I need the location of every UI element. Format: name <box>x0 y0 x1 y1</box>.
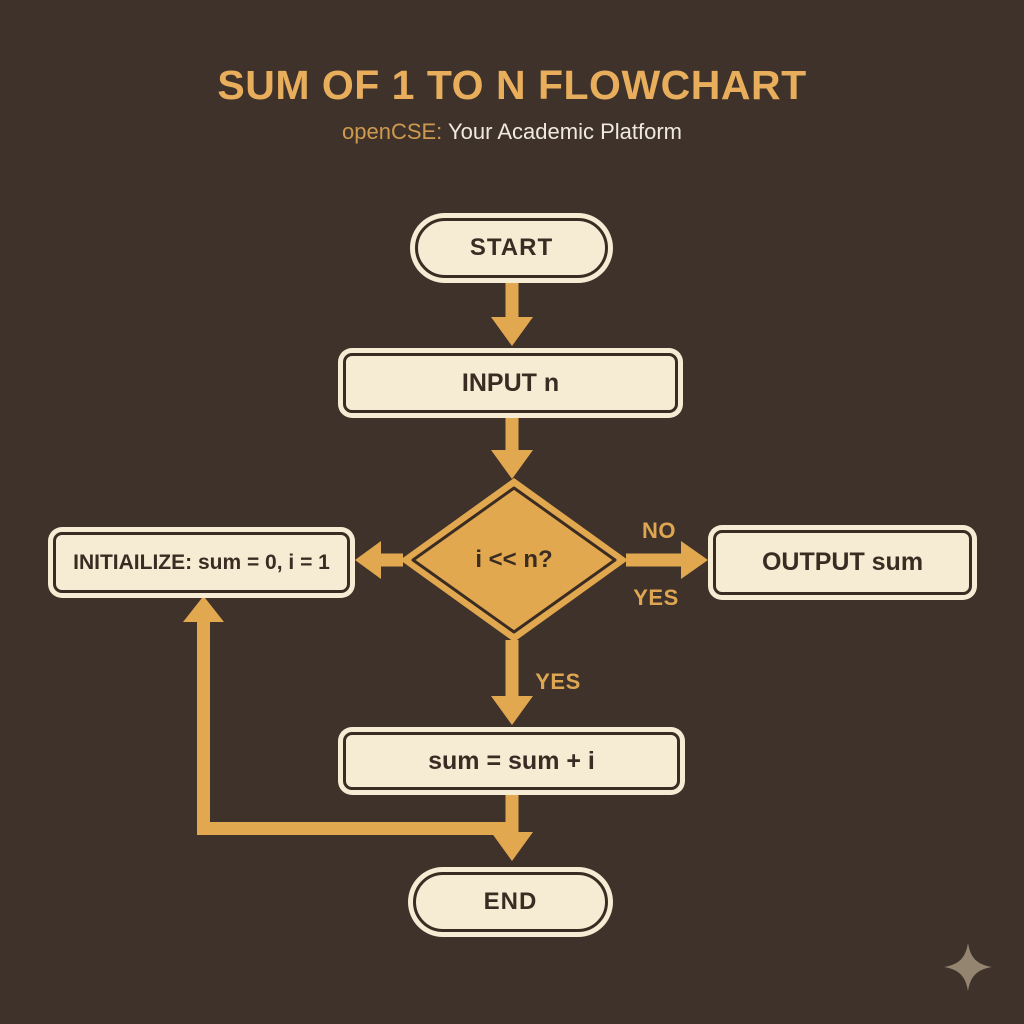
edge-label-yes-right: YES <box>633 585 679 610</box>
flow-node-decision-label: i << n? <box>475 546 553 573</box>
flow-node-start-label: START <box>469 234 554 261</box>
arrow-input-to-decision <box>491 418 533 479</box>
flow-node-input: INPUT n <box>343 353 678 413</box>
arrow-loop-to-initialize <box>183 596 513 835</box>
flow-node-output: OUTPUT sum <box>713 530 972 595</box>
flow-node-input-label: INPUT n <box>461 368 560 397</box>
flow-node-end-label: END <box>483 888 538 915</box>
flow-node-output-label: OUTPUT sum <box>761 548 924 576</box>
flow-node-accumulate: sum = sum + i <box>343 732 680 790</box>
brand-name: openCSE: <box>342 119 443 144</box>
flow-node-start: START <box>415 218 608 278</box>
edge-label-yes-down: YES <box>535 669 581 694</box>
sparkle-icon <box>944 943 992 991</box>
page-title: SUM OF 1 TO N FLOWCHART <box>217 62 807 108</box>
flow-node-initialize-label: INITIAILIZE: sum = 0, i = 1 <box>73 550 330 574</box>
page-subtitle: openCSE: Your Academic Platform <box>0 119 1024 145</box>
arrow-decision-to-output <box>626 541 708 579</box>
header: SUM OF 1 TO N FLOWCHART openCSE: Your Ac… <box>0 62 1024 145</box>
arrow-decision-to-accumulate <box>491 640 533 725</box>
edge-label-no: NO <box>642 518 676 543</box>
flow-node-accumulate-label: sum = sum + i <box>428 746 595 775</box>
flow-node-decision: i << n? <box>400 478 628 642</box>
arrow-decision-to-initialize <box>355 541 403 579</box>
arrow-start-to-input <box>491 283 533 346</box>
decision-diamond-shape <box>400 478 628 642</box>
tagline: Your Academic Platform <box>442 119 682 144</box>
flow-node-end: END <box>413 872 608 932</box>
flow-node-initialize: INITIAILIZE: sum = 0, i = 1 <box>53 532 350 593</box>
